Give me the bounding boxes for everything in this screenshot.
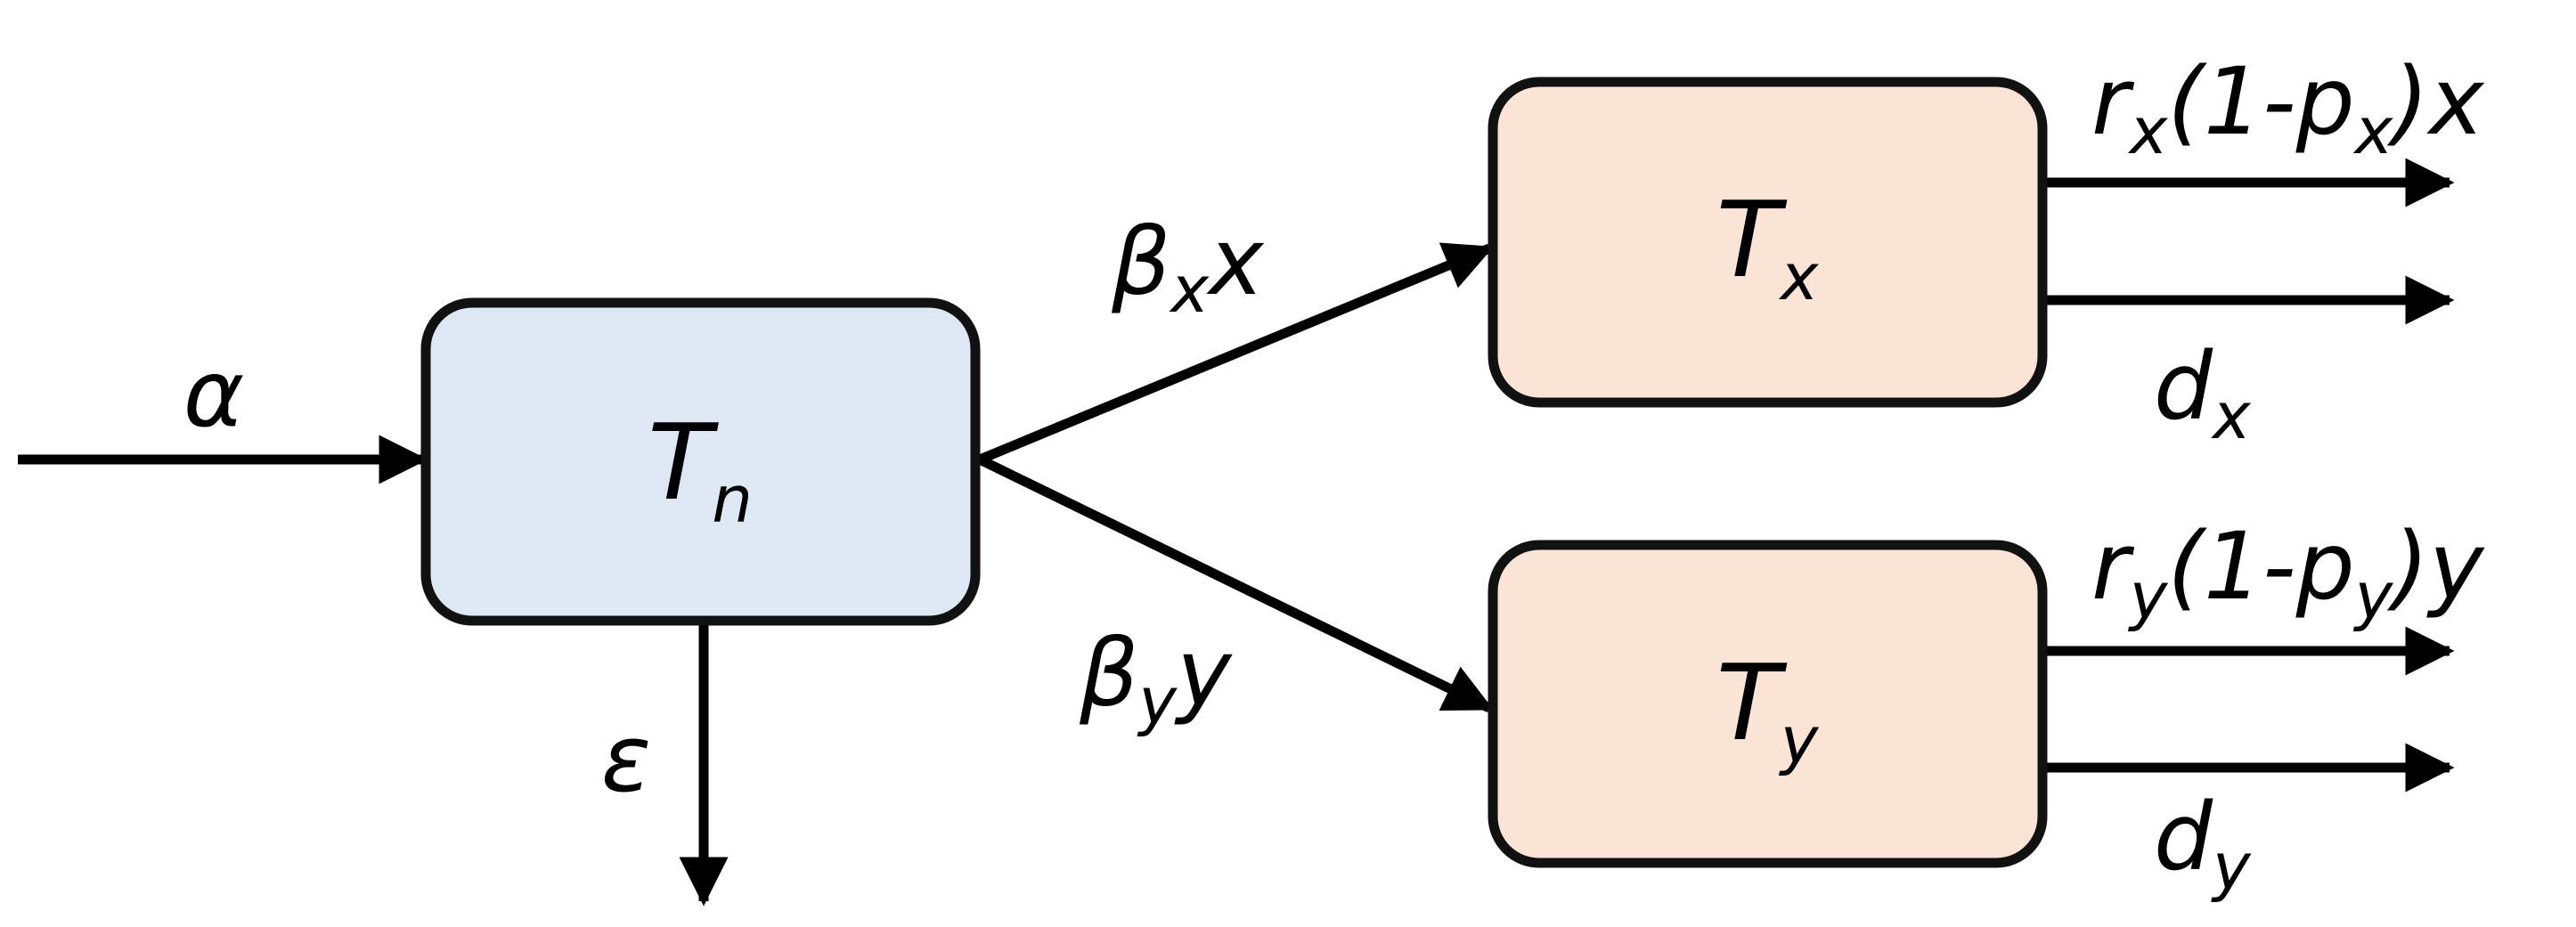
alpha-label: α [183,339,245,448]
node-tx: Tx [1488,77,2048,408]
node-ty: Ty [1488,540,2048,868]
node-ty-label: Ty [1716,641,1820,777]
dy-label: dy [2154,783,2252,904]
epsilon-label: ε [601,704,651,813]
node-tx-label: Tx [1716,178,1820,314]
node-ty-box [1488,540,2048,868]
node-tn-label: Tn [648,401,753,537]
beta-y-arrow [977,455,1494,712]
beta-y-label: βyy [1079,619,1233,738]
rx-label: rx(1-px)x [2091,47,2485,168]
node-tx-box [1488,77,2048,408]
beta-x-arrow [977,242,1495,465]
ry-label: ry(1-py)y [2091,512,2485,633]
node-tn: Tn [420,297,981,626]
dx-label: dx [2154,332,2252,453]
node-tn-box [420,297,981,626]
beta-x-label: βxx [1111,207,1265,327]
